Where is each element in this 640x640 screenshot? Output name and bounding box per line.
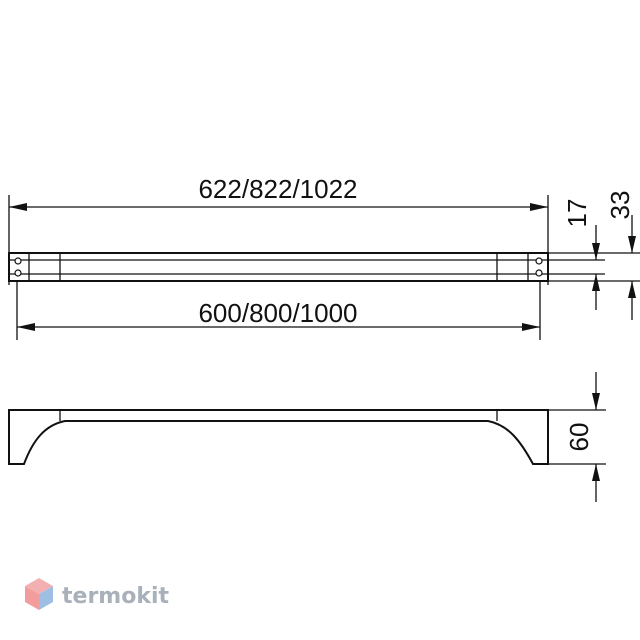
termokit-logo-text: termokit xyxy=(62,584,169,609)
right-screw-hole-upper xyxy=(535,257,543,265)
projection-dimension: 60 xyxy=(548,372,606,502)
termokit-logo-icon xyxy=(25,578,53,610)
bar-height-label: 17 xyxy=(562,199,592,228)
height-dimensions: 17 33 xyxy=(548,191,640,320)
overall-length-dimension: 622/822/1022 xyxy=(9,174,548,211)
mount-height-label: 33 xyxy=(605,191,635,220)
mount-length-dimension: 600/800/1000 xyxy=(17,298,540,331)
termokit-watermark: termokit xyxy=(25,578,169,610)
overall-length-label: 622/822/1022 xyxy=(198,174,357,204)
bar-side-outline xyxy=(8,409,549,465)
projection-label: 60 xyxy=(564,423,594,452)
bar-top-outline xyxy=(8,252,549,282)
top-view: 622/822/1022 600/800/1000 xyxy=(8,174,640,340)
left-screw-hole-upper xyxy=(14,257,22,265)
mount-length-label: 600/800/1000 xyxy=(198,298,357,328)
right-screw-hole-lower xyxy=(535,269,543,277)
side-view: 60 xyxy=(8,372,606,502)
left-screw-hole-lower xyxy=(14,269,22,277)
